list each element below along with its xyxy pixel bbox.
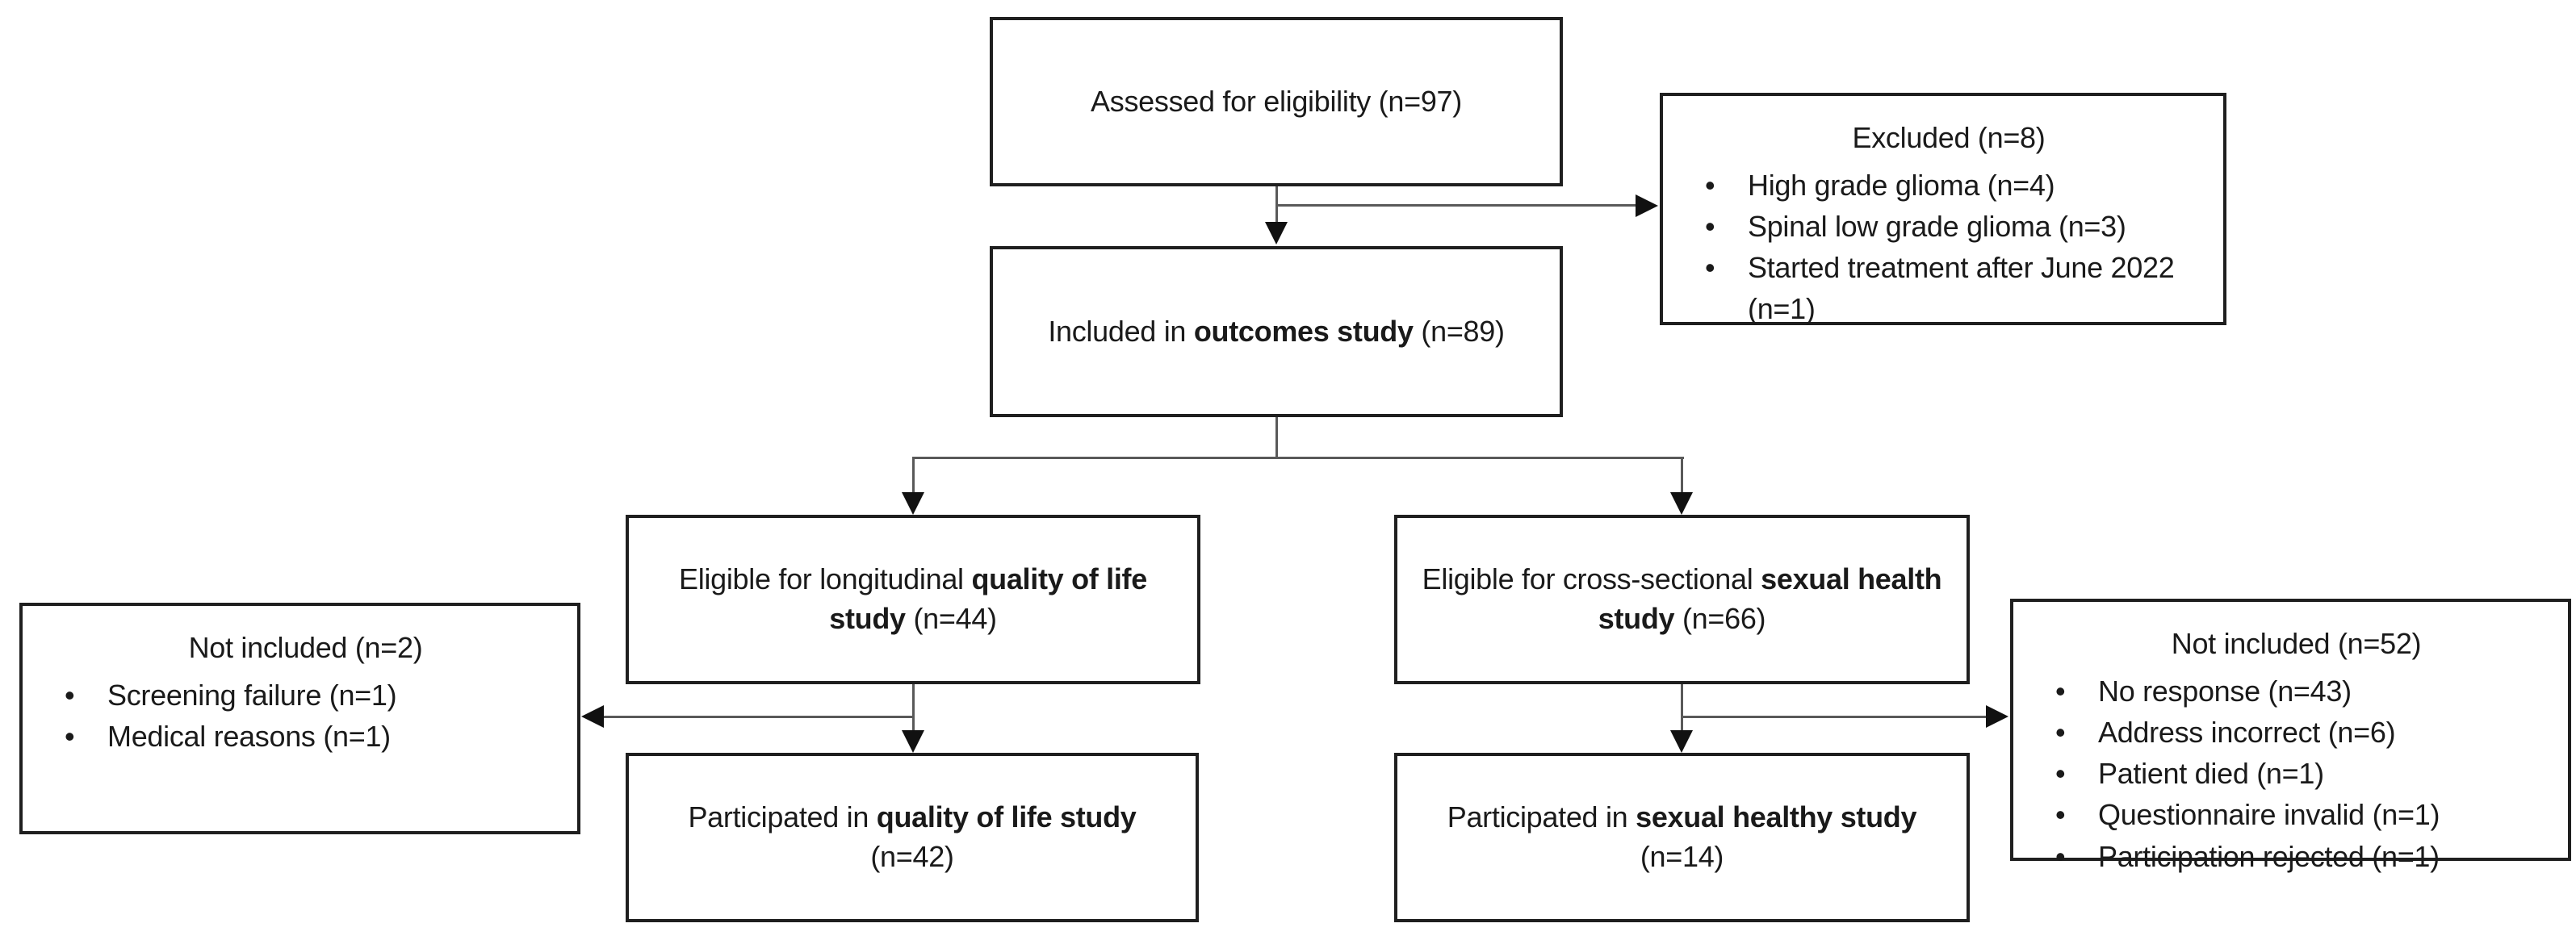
not-included-sh-title: Not included (n=52) xyxy=(2171,627,2422,660)
text-line: Eligible for cross-sectional sexual heal… xyxy=(1422,562,1942,596)
text-line: Included in outcomes study (n=89) xyxy=(1048,314,1505,348)
not-included-sh-bullet-list: No response (n=43)Address incorrect (n=6… xyxy=(2038,671,2555,877)
not-included-qol-title: Not included (n=2) xyxy=(188,631,423,664)
text-line: Participated in sexual healthy study xyxy=(1447,800,1917,834)
text-line: (n=42) xyxy=(870,840,954,873)
arrowhead-into-eligible-qol xyxy=(902,492,924,515)
arrowhead-into-excluded xyxy=(1636,194,1658,217)
connector-split-left-down xyxy=(912,457,915,494)
bullet-item: Address incorrect (n=6) xyxy=(2038,712,2555,753)
connector-eligible-sh-down xyxy=(1681,684,1683,730)
bullet-item: Medical reasons (n=1) xyxy=(47,716,564,757)
text-line: study (n=66) xyxy=(1598,602,1766,635)
box-participated-sexual-healthy: Participated in sexual healthy study (n=1… xyxy=(1394,753,1970,922)
connector-included-down xyxy=(1275,417,1278,458)
connector-to-excluded xyxy=(1275,204,1639,207)
arrowhead-into-included xyxy=(1265,222,1288,244)
box-not-included-sh: Not included (n=52) No response (n=43)Ad… xyxy=(2010,599,2571,877)
arrowhead-into-eligible-sh xyxy=(1670,492,1693,515)
connector-eligible-qol-down xyxy=(912,684,915,730)
arrowhead-into-participated-sh xyxy=(1670,730,1693,753)
bullet-item: Questionnaire invalid (n=1) xyxy=(2038,794,2555,835)
bullet-item: High grade glioma (n=4) xyxy=(1687,165,2210,206)
box-assessed-for-eligibility: Assessed for eligibility (n=97) xyxy=(990,17,1563,186)
box-eligible-sexual-health: Eligible for cross-sectional sexual heal… xyxy=(1394,515,1970,684)
text-line: (n=14) xyxy=(1640,840,1724,873)
box-excluded: Excluded (n=8) High grade glioma (n=4)Sp… xyxy=(1660,93,2226,325)
text-line: Eligible for longitudinal quality of lif… xyxy=(679,562,1147,596)
connector-to-not-included-qol xyxy=(604,716,914,718)
arrowhead-into-not-included-sh xyxy=(1986,705,2008,728)
text-line: Participated in quality of life study xyxy=(688,800,1137,834)
bullet-item: Screening failure (n=1) xyxy=(47,675,564,716)
bullet-item: Spinal low grade glioma (n=3) xyxy=(1687,206,2210,247)
connector-split-horizontal xyxy=(912,457,1684,459)
arrowhead-into-participated-qol xyxy=(902,730,924,753)
arrowhead-into-not-included-qol xyxy=(581,705,604,728)
box-not-included-qol: Not included (n=2) Screening failure (n=… xyxy=(19,603,580,834)
excluded-title: Excluded (n=8) xyxy=(1852,121,2046,154)
bullet-item: Patient died (n=1) xyxy=(2038,753,2555,794)
box-participated-quality-of-life: Participated in quality of life study (n=… xyxy=(626,753,1199,922)
connector-to-not-included-sh xyxy=(1681,716,1987,718)
bullet-item: Participation rejected (n=1) xyxy=(2038,836,2555,877)
connector-split-right-down xyxy=(1681,457,1683,494)
text-line: study (n=44) xyxy=(829,602,997,635)
not-included-qol-bullet-list: Screening failure (n=1)Medical reasons (… xyxy=(47,675,564,757)
bullet-item: No response (n=43) xyxy=(2038,671,2555,712)
excluded-bullet-list: High grade glioma (n=4)Spinal low grade … xyxy=(1687,165,2210,329)
bullet-item: Started treatment after June 2022 (n=1) xyxy=(1687,247,2210,329)
box-eligible-quality-of-life: Eligible for longitudinal quality of lif… xyxy=(626,515,1200,684)
box-included-outcomes-study: Included in outcomes study (n=89) xyxy=(990,246,1563,417)
text-line: Assessed for eligibility (n=97) xyxy=(1091,84,1462,118)
